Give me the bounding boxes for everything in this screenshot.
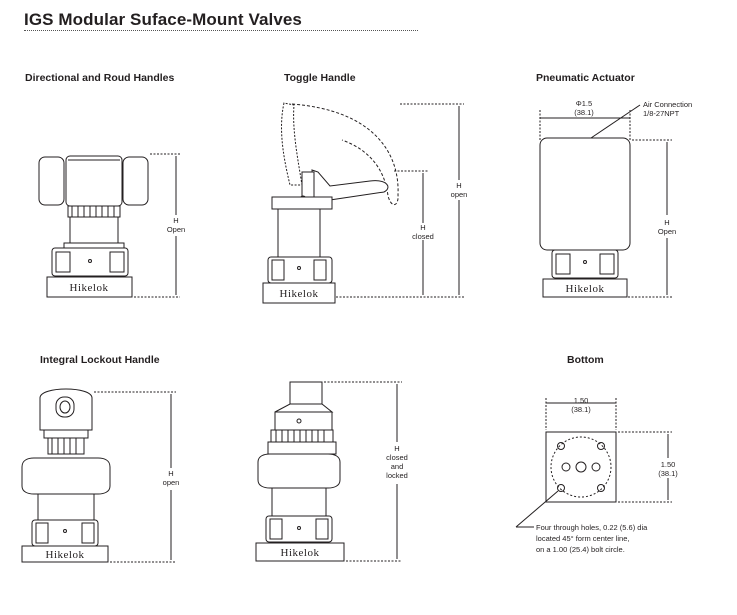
directional-valve-drawing: Hikelok H Open (38, 153, 185, 298)
bottom-note-line1: Four through holes, 0.22 (5.6) dia (536, 523, 648, 532)
toggle-h-open-label: H (456, 181, 461, 190)
bottom-width-mm-label: (38.1) (571, 405, 591, 414)
bottom-height-label: 1.50 (661, 460, 676, 469)
bottom-note-line3: on a 1.00 (25.4) bolt circle. (536, 545, 625, 554)
toggle-closed-label: closed (412, 232, 434, 241)
pneumatic-valve-drawing: Φ1.5 (38.1) Air Connection 1/8-27NPT Hik… (539, 99, 692, 298)
section-title-pneumatic: Pneumatic Actuator (536, 72, 635, 84)
toggle-open-label: open (451, 190, 468, 199)
section-title-toggle: Toggle Handle (284, 72, 356, 84)
title-underline (24, 30, 418, 31)
locked-valve-drawing: Hikelok H closed and locked (255, 381, 408, 562)
directional-open-label: Open (167, 225, 185, 234)
section-title-bottom: Bottom (567, 354, 604, 366)
toggle-brand-mark: Hikelok (280, 288, 319, 300)
section-title-lockout: Integral Lockout Handle (40, 354, 160, 366)
section-title-directional: Directional and Roud Handles (25, 72, 175, 84)
locked-brand-mark: Hikelok (281, 547, 320, 559)
lockout-open-label: open (163, 478, 180, 487)
pneumatic-dia-mm-label: (38.1) (574, 108, 594, 117)
locked-h-label: H (394, 444, 399, 453)
bottom-height-mm-label: (38.1) (658, 469, 678, 478)
directional-brand-mark: Hikelok (70, 282, 109, 294)
lockout-valve-drawing: Hikelok H open (21, 388, 180, 563)
pneumatic-brand-mark: Hikelok (566, 283, 605, 295)
toggle-valve-drawing: Hikelok H open H closed (262, 102, 468, 304)
bottom-view-drawing: 1.50 (38.1) 1.50 (38.1) Four through hol… (515, 396, 678, 554)
lockout-h-label: H (168, 469, 173, 478)
lockout-brand-mark: Hikelok (46, 549, 85, 561)
locked-locked-label: locked (386, 471, 408, 480)
pneumatic-open-label: Open (658, 227, 676, 236)
page-title: IGS Modular Suface-Mount Valves (24, 10, 302, 29)
air-connection-thread-label: 1/8-27NPT (643, 109, 680, 118)
directional-h-label: H (173, 216, 178, 225)
bottom-note-line2: located 45° form center line, (536, 534, 629, 543)
pneumatic-h-label: H (664, 218, 669, 227)
toggle-h-closed-label: H (420, 223, 425, 232)
air-connection-label: Air Connection (643, 100, 692, 109)
locked-and-label: and (391, 462, 404, 471)
bottom-width-label: 1.50 (574, 396, 589, 405)
pneumatic-dia-label: Φ1.5 (576, 99, 592, 108)
locked-closed-label: closed (386, 453, 408, 462)
